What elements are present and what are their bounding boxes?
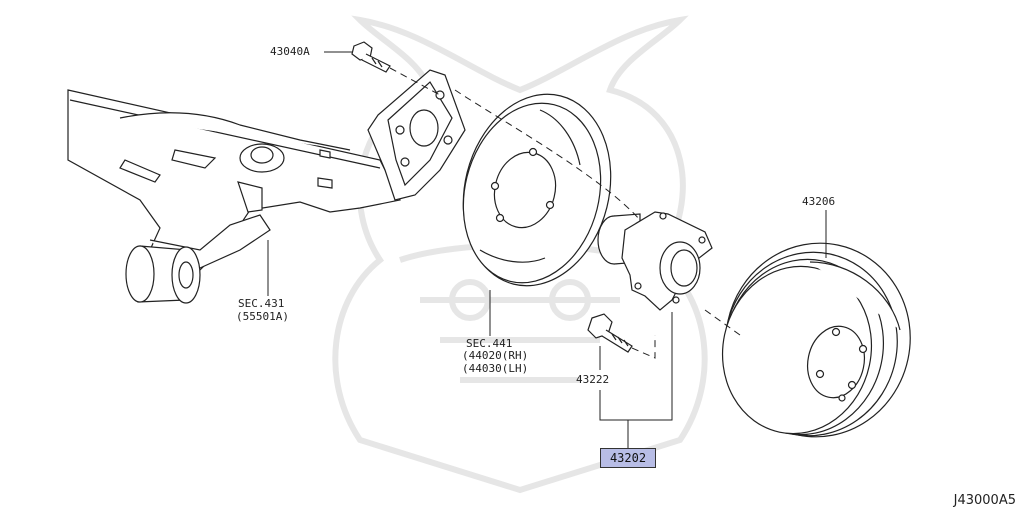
brake-drum — [707, 226, 928, 454]
wheel-hub-assembly — [598, 212, 712, 310]
leader-lines — [268, 52, 826, 448]
brake-backing-plate — [444, 78, 631, 301]
callout-hub-assembly-highlighted[interactable]: 43202 — [600, 448, 656, 468]
rear-axle-beam — [68, 90, 400, 276]
assembly-dashed-lines — [390, 68, 740, 358]
callout-bolt-top: 43040A — [270, 45, 310, 58]
callout-backing-plate-sec: SEC.441 — [466, 337, 513, 350]
callout-brake-drum: 43206 — [802, 195, 836, 208]
mounting-bracket — [368, 70, 465, 200]
hub-bolt — [588, 314, 632, 352]
diagram-reference-code: J43000A5 — [953, 493, 1016, 508]
callout-axle-beam-part: (55501A) — [236, 310, 289, 323]
callout-hub-bolt: 43222 — [576, 373, 610, 386]
callout-axle-beam-sec: SEC.431 — [238, 297, 285, 310]
top-mount-bolt — [352, 42, 390, 72]
callout-backing-plate-lh: (44030(LH) — [462, 362, 529, 375]
callout-backing-plate-rh: (44020(RH) — [462, 349, 529, 362]
trailing-arm-bushing — [126, 215, 270, 303]
watermark-logo — [335, 20, 704, 490]
